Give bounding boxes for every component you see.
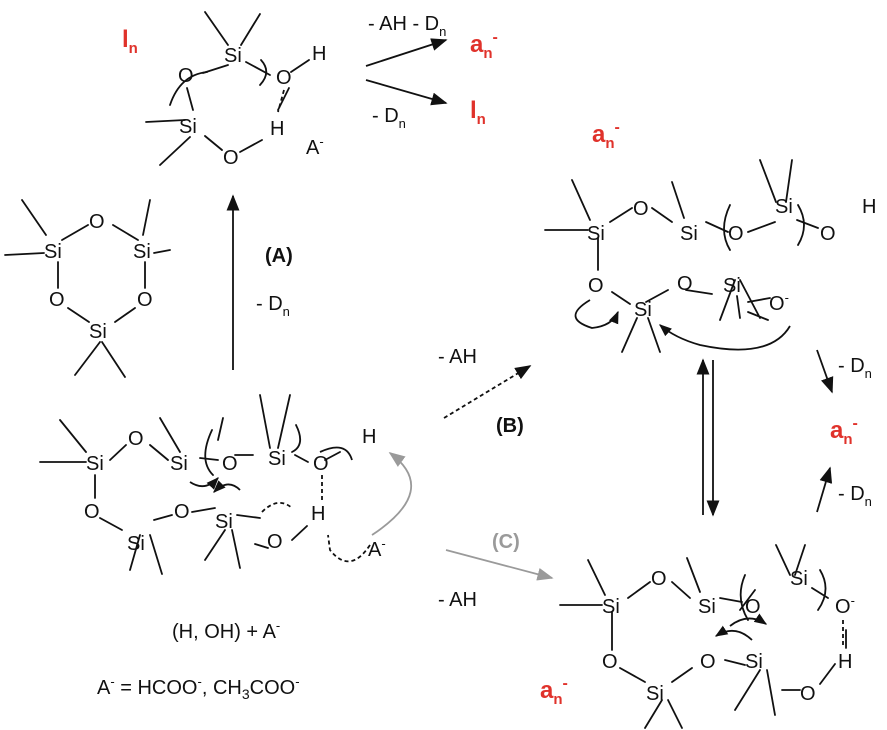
- start-o-1: O: [128, 428, 144, 450]
- rl-h-1: H: [838, 651, 852, 673]
- start-si-1: Si: [86, 453, 104, 475]
- ru-o-2: O: [728, 223, 744, 245]
- rl-si-4: Si: [646, 683, 664, 705]
- label-dn-a: - Dn: [256, 293, 290, 319]
- product-ln-top: ln: [470, 97, 486, 128]
- rl-o-6: O: [800, 683, 816, 705]
- ru-si-4: Si: [723, 275, 741, 297]
- ru-o-1: O: [633, 198, 649, 220]
- top-h-2: H: [270, 118, 284, 140]
- curly-arrow-rl-1: [714, 625, 753, 641]
- start-si-4: Si: [127, 533, 145, 555]
- rl-o-4: O: [602, 651, 618, 673]
- d3-si-2: Si: [133, 241, 151, 263]
- top-si-2: Si: [179, 116, 197, 138]
- start-h-1: H: [362, 426, 376, 448]
- equation-1: (H, OH) + A-: [172, 618, 280, 643]
- ru-o-5: O: [677, 273, 693, 295]
- rl-o-1: O: [651, 568, 667, 590]
- label-path-a: (A): [265, 245, 293, 267]
- right-lower-structure: Si O Si O Si O- O O Si Si O H an-: [540, 544, 855, 729]
- top-o-3: O: [223, 147, 239, 169]
- top-anion: A-: [306, 134, 324, 159]
- ru-si-3: Si: [775, 196, 793, 218]
- pathway-a: (A) - Dn: [226, 194, 293, 370]
- curly-arrow-5: [327, 534, 371, 563]
- label-dn-right-upper: - Dn: [838, 355, 872, 381]
- ru-o-3: O: [820, 223, 836, 245]
- ru-h-1: H: [862, 196, 876, 218]
- rl-si-2: Si: [698, 596, 716, 618]
- top-label-ln: ln: [122, 26, 138, 57]
- label-path-c: (C): [492, 531, 520, 553]
- label-path-b: (B): [496, 415, 524, 437]
- arrow-dn-down: [816, 349, 834, 394]
- top-h-1: H: [312, 43, 326, 65]
- ru-si-2: Si: [680, 223, 698, 245]
- ru-si-1: Si: [587, 223, 605, 245]
- arrow-dn-up: [816, 466, 833, 513]
- ru-o-6: O-: [769, 290, 789, 315]
- d3-si-1: Si: [44, 241, 62, 263]
- start-o-2: O: [222, 453, 238, 475]
- arrow-b: [443, 365, 532, 419]
- arrow-to-ln-top: [365, 79, 448, 106]
- start-anion: A-: [368, 536, 386, 561]
- start-o-3: O: [313, 453, 329, 475]
- top-structure: ln Si O O H Si H O A-: [122, 11, 326, 169]
- product-an-right-lower: an-: [540, 675, 568, 708]
- d3-si-3: Si: [89, 321, 107, 343]
- ru-o-4: O: [588, 275, 604, 297]
- d3-o-2: O: [49, 289, 65, 311]
- label-ah-c: - AH: [438, 589, 477, 611]
- equation-2: A- = HCOO-, CH3COO-: [97, 674, 300, 702]
- label-ah-b: - AH: [438, 346, 477, 368]
- start-si-3: Si: [268, 448, 286, 470]
- start-o-4: O: [84, 501, 100, 523]
- label-dn-top: - Dn: [372, 105, 406, 131]
- arrow-c: [445, 549, 554, 581]
- curly-arrow-2: [213, 480, 241, 493]
- d3-ring: Si O Si O O Si: [4, 199, 171, 378]
- right-arrows: - Dn an- - Dn: [696, 349, 872, 517]
- rl-o-2: O: [745, 596, 761, 618]
- label-dn-right-lower: - Dn: [838, 483, 872, 509]
- start-o-5: O: [174, 501, 190, 523]
- start-si-2: Si: [170, 453, 188, 475]
- top-o-2: O: [276, 67, 292, 89]
- curly-arrow-ru-2: [659, 324, 791, 351]
- start-o-6: O: [267, 531, 283, 553]
- top-products: - AH - Dn an- - Dn ln: [365, 13, 498, 131]
- curly-arrow-6: [371, 452, 413, 536]
- right-upper-structure: an- Si O Si O Si O H O O Si Si O-: [544, 119, 876, 353]
- product-an-top: an-: [470, 29, 498, 62]
- d3-o-3: O: [137, 289, 153, 311]
- rl-si-1: Si: [602, 596, 620, 618]
- product-an-right-upper: an-: [592, 119, 620, 152]
- start-si-5: Si: [215, 511, 233, 533]
- rl-o-3: O-: [835, 593, 855, 618]
- curly-arrow-rl-2: [729, 613, 768, 627]
- curly-arrow-1: [189, 477, 219, 490]
- start-h-2: H: [311, 503, 325, 525]
- pathway-c: (C) - AH: [438, 531, 554, 611]
- top-o-1: O: [178, 65, 194, 87]
- rl-si-3: Si: [790, 568, 808, 590]
- ru-si-5: Si: [634, 299, 652, 321]
- curly-arrow-3: [261, 502, 293, 513]
- arrow-to-an-top: [365, 38, 448, 67]
- product-an-right-mid: an-: [830, 415, 858, 448]
- curly-arrow-ru-1: [574, 299, 619, 329]
- d3-o-1: O: [89, 211, 105, 233]
- label-ah-dn: - AH - Dn: [368, 13, 446, 39]
- rl-o-5: O: [700, 651, 716, 673]
- start-structure: Si O Si O Si O H O O Si Si O H A- (H, OH…: [39, 394, 413, 702]
- rl-si-5: Si: [745, 651, 763, 673]
- curly-arrow-4: [319, 446, 353, 461]
- pathway-b: - AH (B): [438, 346, 532, 437]
- top-si-1: Si: [224, 45, 242, 67]
